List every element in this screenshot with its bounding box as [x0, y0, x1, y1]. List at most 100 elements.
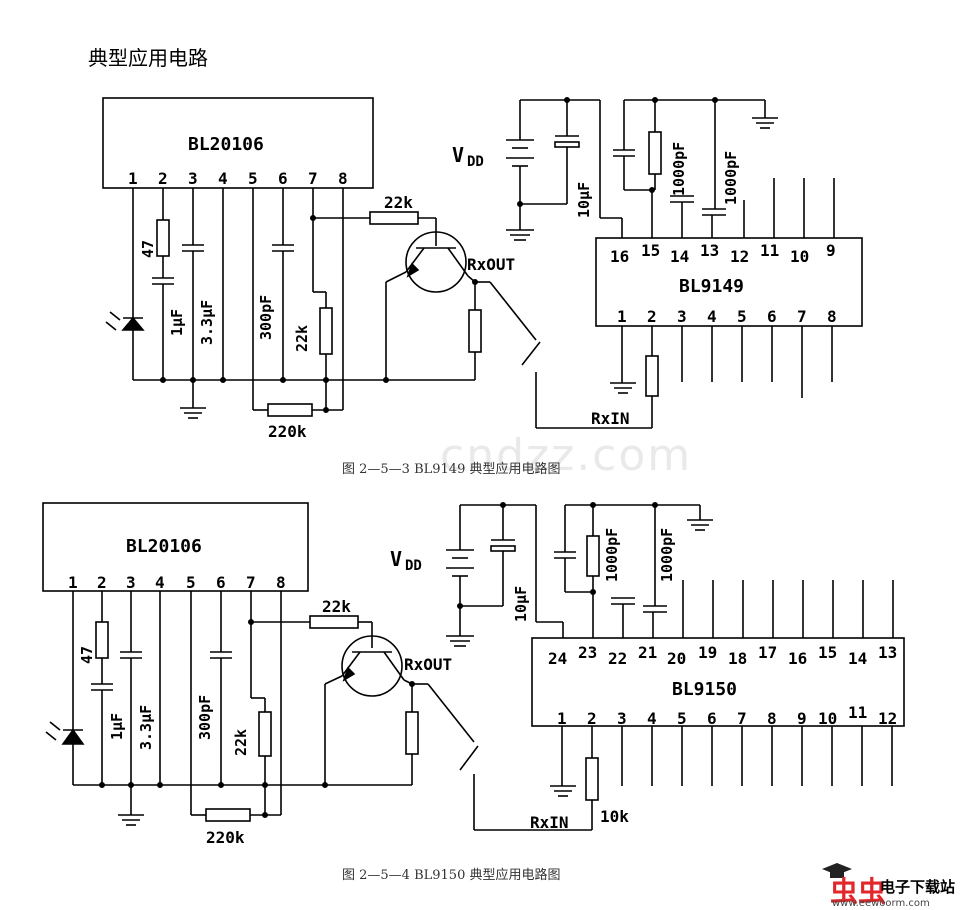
rx2-pin-13: 13: [878, 643, 897, 662]
tx-pin-5: 5: [248, 169, 258, 188]
label-22k-pin7: 22k: [293, 325, 311, 352]
label2-10k: 10k: [600, 807, 629, 826]
rx-pin-12: 12: [730, 247, 749, 266]
rx-bpin-4: 4: [707, 307, 717, 326]
rx-bpin-1: 1: [617, 307, 627, 326]
rx-pin-15: 15: [641, 241, 660, 260]
graduation-cap-icon: [822, 863, 852, 878]
label-vdd: V: [452, 143, 464, 167]
rx-pin-11: 11: [760, 241, 779, 260]
circuit-1: [102, 97, 863, 429]
label-22k-base: 22k: [384, 193, 413, 212]
rx-bpin-3: 3: [677, 307, 687, 326]
tx-pin-8: 8: [338, 169, 348, 188]
watermark: cndzz.com: [440, 430, 693, 481]
logo-mark: 虫虫: [830, 875, 887, 908]
rx2-bpin-6: 6: [707, 709, 717, 728]
rx2-bpin-12: 12: [878, 709, 897, 728]
rx2-pin-22: 22: [608, 649, 627, 668]
circuit-2: [42, 501, 905, 831]
label-rxin: RxIN: [591, 409, 630, 428]
rx2-bpin-3: 3: [617, 709, 627, 728]
label2-300pf: 300pF: [196, 695, 214, 740]
page-title: 典型应用电路: [88, 46, 208, 70]
label2-3-3uf: 3.3μF: [137, 705, 155, 750]
rx2-chip-label: BL9150: [672, 679, 737, 700]
rx-chip-label: BL9149: [679, 276, 744, 297]
label2-220k: 220k: [206, 828, 245, 847]
rx2-pin-21: 21: [638, 643, 657, 662]
label-1uf: 1μF: [168, 309, 186, 336]
labels-circuit-2: BL20106 BL9150 1 2 3 4 5 6 7 8 24 23 22 …: [68, 528, 897, 847]
tx2-pin-4: 4: [155, 573, 165, 592]
rx2-bpin-10: 10: [818, 709, 837, 728]
rx2-bpin-5: 5: [677, 709, 687, 728]
rx-bpin-6: 6: [767, 307, 777, 326]
label2-vdd-sub: DD: [405, 558, 422, 574]
rx2-bpin-4: 4: [647, 709, 657, 728]
label-220k: 220k: [268, 422, 307, 441]
rx2-bpin-9: 9: [797, 709, 807, 728]
label2-1000pf-b: 1000pF: [658, 528, 676, 582]
rx2-bpin-7: 7: [737, 709, 747, 728]
rx-bpin-5: 5: [737, 307, 747, 326]
site-logo: 虫虫 电子下载站 www.eewoorm.com: [818, 862, 960, 910]
label-3-3uf: 3.3μF: [198, 300, 216, 345]
tx-pin-6: 6: [278, 169, 288, 188]
label2-1000pf-a: 1000pF: [603, 528, 621, 582]
tx2-pin-7: 7: [246, 573, 256, 592]
rx2-pin-19: 19: [698, 643, 717, 662]
ic-bl9150-body: [531, 637, 905, 727]
label2-rxout: RxOUT: [404, 655, 452, 674]
label-rxout: RxOUT: [467, 255, 515, 274]
labels-circuit-1: BL20106 BL9149 1 2 3 4 5 6 7 8 16 15 14 …: [128, 134, 837, 441]
rx2-pin-15: 15: [818, 643, 837, 662]
label2-47: 47: [78, 646, 96, 664]
ic-bl20106-body-2: [42, 502, 309, 592]
logo-url: www.eewoorm.com: [832, 898, 930, 909]
rx2-pin-17: 17: [758, 643, 777, 662]
rx-pin-16: 16: [610, 247, 629, 266]
label-vdd-sub: DD: [467, 154, 484, 170]
rx2-pin-14: 14: [848, 649, 867, 668]
ic-bl20106-body: [102, 97, 374, 189]
rx2-pin-20: 20: [667, 649, 686, 668]
rx-bpin-2: 2: [647, 307, 657, 326]
rx2-pin-23: 23: [578, 643, 597, 662]
rx2-bpin-2: 2: [587, 709, 597, 728]
tx2-pin-2: 2: [97, 573, 107, 592]
tx2-pin-6: 6: [216, 573, 226, 592]
figure-caption-1: 图 2—5—3 BL9149 典型应用电路图: [342, 462, 561, 477]
tx-pin-7: 7: [308, 169, 318, 188]
rx-pin-14: 14: [670, 247, 689, 266]
tx-chip-label: BL20106: [188, 134, 264, 155]
label2-10uf: 10μF: [512, 586, 530, 622]
tx-pin-2: 2: [158, 169, 168, 188]
tx2-pin-1: 1: [68, 573, 78, 592]
label2-22k-base: 22k: [322, 597, 351, 616]
label-1000pf-a: 1000pF: [670, 142, 688, 196]
rx2-bpin-8: 8: [767, 709, 777, 728]
rx-bpin-7: 7: [797, 307, 807, 326]
label2-22k-pin7: 22k: [232, 729, 250, 756]
label2-rxin: RxIN: [530, 813, 569, 832]
rx-bpin-8: 8: [827, 307, 837, 326]
figure-caption-2: 图 2—5—4 BL9150 典型应用电路图: [342, 868, 561, 883]
rx-pin-10: 10: [790, 247, 809, 266]
tx-pin-3: 3: [188, 169, 198, 188]
tx2-pin-3: 3: [126, 573, 136, 592]
rx2-pin-18: 18: [728, 649, 747, 668]
tx-pin-4: 4: [218, 169, 228, 188]
label2-1uf: 1μF: [108, 713, 126, 740]
label-1000pf-b: 1000pF: [722, 151, 740, 205]
tx-pin-1: 1: [128, 169, 138, 188]
rx-pin-9: 9: [826, 241, 836, 260]
tx2-chip-label: BL20106: [126, 536, 202, 557]
ic-bl9149-body: [595, 237, 863, 327]
rx2-pin-16: 16: [788, 649, 807, 668]
label-300pf: 300pF: [257, 295, 275, 340]
label2-vdd: V: [390, 547, 402, 571]
tx2-pin-8: 8: [276, 573, 286, 592]
label-10uf: 10μF: [575, 182, 593, 218]
rx2-bpin-11: 11: [848, 703, 867, 722]
